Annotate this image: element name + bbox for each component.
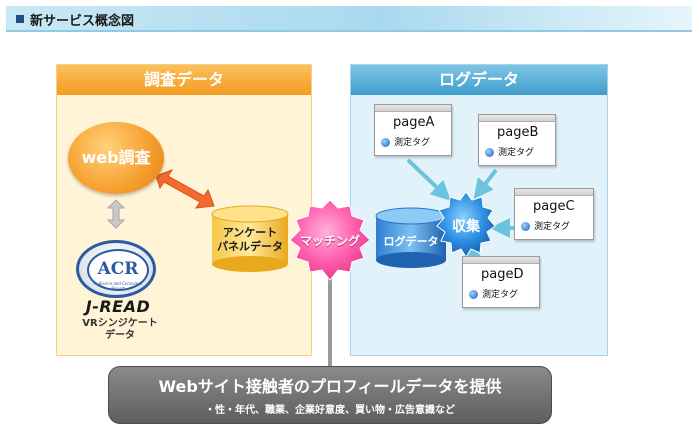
page-b-box: pageB 測定タグ bbox=[478, 114, 556, 166]
page-a-tag-icon bbox=[381, 138, 390, 147]
page-d-box: pageD 測定タグ bbox=[462, 256, 540, 308]
vr-syndicate-line2: データ bbox=[105, 330, 135, 341]
acr-logo-inner: ACR Audience and Consumer Report bbox=[87, 249, 149, 291]
log-data-heading: ログデータ bbox=[351, 65, 607, 95]
acr-logo-text: ACR bbox=[97, 259, 139, 279]
panel-data-cylinder bbox=[211, 205, 289, 272]
page-b-tag: 測定タグ bbox=[498, 148, 535, 158]
log-data-db-label: ログデータ bbox=[383, 235, 439, 248]
page-title: 新サービス概念図 bbox=[30, 14, 135, 29]
page-b-name: pageB bbox=[497, 125, 539, 140]
panel-data-label: アンケート パネルデータ bbox=[210, 226, 290, 254]
page-c-titlebar bbox=[515, 189, 593, 196]
arrow-pageB bbox=[473, 168, 498, 200]
page-a-tag: 測定タグ bbox=[394, 138, 431, 148]
matching-label: マッチング bbox=[299, 234, 360, 248]
page-d-name: pageD bbox=[481, 267, 524, 282]
page-d-tag-icon bbox=[469, 290, 478, 299]
panel-data-line1: アンケート bbox=[222, 226, 278, 239]
page-a-name: pageA bbox=[393, 115, 435, 130]
collect-label: 収集 bbox=[452, 219, 480, 235]
page-c-name: pageC bbox=[533, 199, 575, 214]
vr-syndicate-line1: VRシンジケート bbox=[82, 318, 158, 329]
page-c-tag-icon bbox=[521, 222, 530, 231]
panel-data-line2: パネルデータ bbox=[217, 240, 283, 253]
result-box: Webサイト接触者のプロフィールデータを提供 ・性・年代、職業、企業好意度、買い… bbox=[108, 366, 552, 424]
page-a-box: pageA 測定タグ bbox=[374, 104, 452, 156]
survey-data-heading: 調査データ bbox=[57, 65, 311, 95]
page-d-tag: 測定タグ bbox=[482, 290, 519, 300]
acr-logo-ring-text: Audience and Consumer Report bbox=[93, 281, 143, 291]
page-c-tag: 測定タグ bbox=[534, 222, 571, 232]
acr-logo: ACR Audience and Consumer Report bbox=[76, 240, 156, 298]
orange-double-arrow-icon bbox=[155, 168, 215, 209]
vr-syndicate-label: VRシンジケート データ bbox=[70, 318, 170, 342]
jread-logo-text: J-READ bbox=[85, 297, 151, 316]
web-survey-bubble: web調査 bbox=[68, 122, 164, 194]
matching-burst-icon bbox=[289, 199, 371, 281]
result-subtitle: ・性・年代、職業、企業好意度、買い物・広告意識など bbox=[205, 405, 455, 416]
double-arrow-icon bbox=[106, 199, 126, 229]
result-title: Webサイト接触者のプロフィールデータを提供 bbox=[158, 377, 502, 396]
header-bar: 新サービス概念図 bbox=[6, 6, 692, 32]
page-b-tag-icon bbox=[485, 148, 494, 157]
arrow-pageA bbox=[406, 158, 451, 201]
page-c-box: pageC 測定タグ bbox=[514, 188, 594, 240]
page-d-titlebar bbox=[463, 257, 539, 264]
log-data-cylinder bbox=[375, 207, 447, 268]
page-b-titlebar bbox=[479, 115, 555, 122]
page-a-titlebar bbox=[375, 105, 451, 112]
header-bullet-icon bbox=[16, 15, 24, 23]
